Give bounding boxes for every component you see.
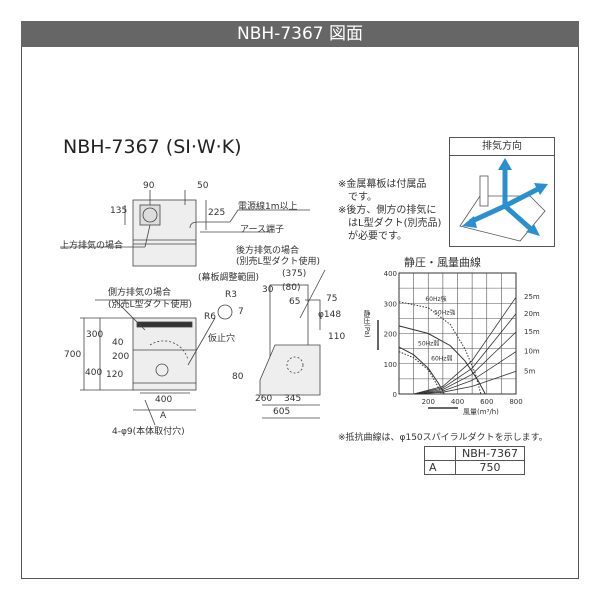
x-tick-label: 200 [422, 398, 435, 406]
dim-75: 75 [326, 294, 338, 304]
upward-exhaust-label: 上方排気の場合 [60, 241, 124, 251]
side-exhaust-sub: (別売L型ダクト使用) [108, 300, 193, 310]
note-line: ※金属幕板は付属品 [338, 179, 427, 190]
series-line-1 [398, 325, 486, 395]
note-line: ※後方、側方の排気に [338, 205, 437, 216]
y-tick-label: 400 [384, 270, 397, 278]
dim-400-v: 400 [85, 368, 103, 378]
table-cell: NBH-7367 [455, 446, 525, 461]
dim-50: 50 [197, 181, 209, 191]
resistance-label: 15m [524, 328, 540, 336]
chart-title: 静圧・風量曲線 [404, 256, 481, 269]
table-cell [424, 446, 456, 461]
note-line: が必要です。 [348, 231, 407, 242]
dim-345: 345 [284, 394, 302, 404]
series-label: 50Hz強 [434, 309, 455, 317]
x-axis-label: 風量(m³/h) [463, 408, 499, 416]
x-tick-label: 800 [509, 398, 522, 406]
dim-260: 260 [255, 394, 273, 404]
resistance-curve [413, 351, 517, 395]
series-line-0 [398, 301, 482, 395]
note-line: です。 [348, 192, 377, 203]
exhaust-direction-title: 排気方向 [450, 138, 554, 156]
dim-375: (375) [282, 269, 307, 279]
series-label: 60Hz弱 [431, 356, 452, 363]
dim-300: 300 [86, 330, 104, 340]
dim-135: 135 [110, 206, 128, 216]
dim-r6: R6 [204, 312, 216, 322]
table-row: NBH-7367 [424, 446, 525, 461]
resistance-curve [413, 313, 517, 395]
dim-30: 30 [262, 285, 274, 295]
table-cell: A [424, 460, 456, 475]
dim-a: A [160, 411, 167, 421]
resistance-label: 20m [524, 310, 540, 318]
y-tick-label: 200 [384, 331, 397, 339]
rear-exhaust-sub: (別売L型ダクト使用) [236, 257, 321, 267]
resistance-label: 5m [524, 367, 535, 375]
exhaust-direction-box: 排気方向 [449, 137, 555, 247]
dim-700: 700 [64, 350, 82, 360]
rear-exhaust-label: 後方排気の場合 [236, 246, 300, 256]
model-title: NBH-7367 (SI·W·K) [63, 136, 242, 158]
dim-120: 120 [106, 370, 124, 380]
x-tick-label: 400 [451, 398, 464, 406]
dim-80-side: 80 [232, 372, 244, 382]
mounting-holes-label: 4-φ9(本体取付穴) [112, 427, 185, 437]
notes: ※金属幕板は付属品 です。 ※後方、側方の排気に はL型ダクト(別売品) が必要… [338, 178, 441, 243]
chart-note: ※抵抗曲線は、φ150スパイラルダクトを示します。 [338, 433, 548, 443]
series-label: 50Hz弱 [418, 341, 439, 348]
page-title: NBH-7367 図面 [21, 21, 579, 47]
resistance-curve [413, 296, 517, 395]
table-cell: 750 [455, 460, 525, 475]
dim-225: 225 [208, 208, 226, 218]
side-exhaust-label: 側方排気の場合 [108, 288, 172, 298]
y-tick-label: 300 [384, 300, 397, 308]
y-tick-label: 100 [384, 361, 397, 369]
dim-200: 200 [112, 352, 130, 362]
dim-r3: R3 [225, 290, 237, 300]
y-tick-label: 0 [393, 391, 397, 399]
dim-65: 65 [289, 297, 301, 307]
dim-7: 7 [238, 307, 244, 317]
x-tick-label: 600 [480, 398, 493, 406]
earth-terminal-label: アース端子 [240, 225, 285, 235]
dim-400-h: 400 [155, 395, 173, 405]
power-cord-label: 電源線1m以上 [238, 202, 298, 212]
dim-80-top: (80) [282, 283, 301, 293]
note-line: はL型ダクト(別売品) [348, 218, 442, 229]
temp-hole-label: 仮止穴 [208, 334, 236, 344]
adjust-range-label: (幕板調整範囲) [198, 273, 260, 283]
resistance-curve [413, 370, 517, 395]
dim-110: 110 [328, 332, 346, 342]
dim-605: 605 [273, 407, 291, 417]
dim-phi148: φ148 [318, 310, 342, 320]
exhaust-arrows-icon [459, 158, 548, 242]
dim-90: 90 [143, 181, 155, 191]
series-label: 60Hz強 [425, 295, 446, 303]
resistance-label: 10m [524, 348, 540, 356]
resistance-label: 25m [524, 293, 540, 301]
resistance-curve [413, 331, 517, 395]
dim-40: 40 [112, 338, 124, 348]
y-axis-label: 静圧(Pa) [363, 310, 371, 338]
